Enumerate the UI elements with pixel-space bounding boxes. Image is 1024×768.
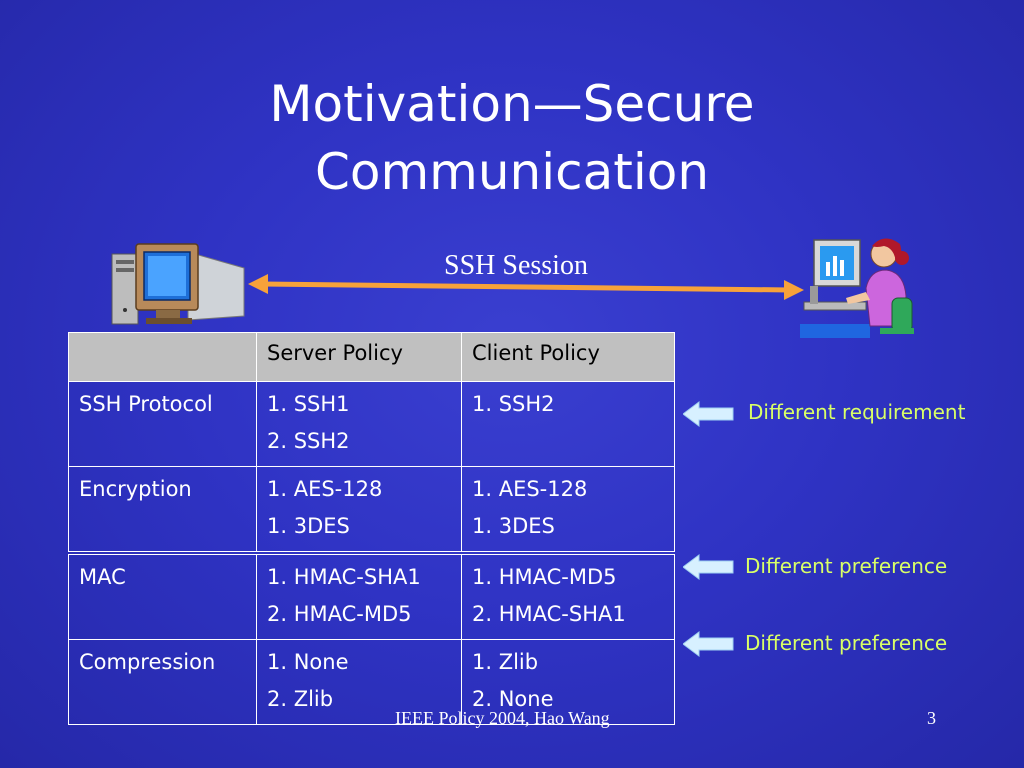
- client-cell: 1. Zlib 2. None: [461, 639, 675, 725]
- left-arrow-icon: [683, 401, 734, 427]
- cell-line: 2. HMAC-SHA1: [472, 602, 626, 626]
- cell-line: 1. AES-128: [267, 477, 383, 501]
- desktop-computer-icon: [111, 243, 245, 325]
- cell-line: 1. 3DES: [472, 514, 555, 538]
- table-header-server-policy: Server Policy: [256, 332, 462, 382]
- cell-line: 1. 3DES: [267, 514, 350, 538]
- row-label-encryption: Encryption: [68, 466, 257, 554]
- cell-line: 1. AES-128: [472, 477, 588, 501]
- note-different-requirement: Different requirement: [748, 400, 966, 424]
- cell-line: 1. Zlib: [472, 650, 539, 674]
- table-row: MAC 1. HMAC-SHA1 2. HMAC-MD5 1. HMAC-MD5…: [68, 551, 675, 640]
- table-row: SSH Protocol 1. SSH1 2. SSH2 1. SSH2: [68, 381, 675, 467]
- slide-title-line-1: Motivation—Secure: [269, 75, 755, 133]
- cell-line: 1. None: [267, 650, 349, 674]
- server-cell: 1. AES-128 1. 3DES: [256, 466, 462, 554]
- session-arrow: [248, 274, 804, 300]
- slide-title-line-2: Communication: [314, 143, 710, 201]
- left-arrow-icon: [683, 631, 734, 657]
- client-cell: 1. AES-128 1. 3DES: [461, 466, 675, 554]
- note-different-preference: Different preference: [745, 631, 948, 655]
- session-label: SSH Session: [444, 250, 588, 281]
- cell-line: 1. HMAC-MD5: [472, 565, 617, 589]
- row-label-mac: MAC: [68, 551, 257, 640]
- row-label-ssh-protocol: SSH Protocol: [68, 381, 257, 467]
- user-at-computer-icon: [800, 238, 914, 338]
- cell-line: 2. Zlib: [267, 687, 334, 711]
- client-cell: 1. HMAC-MD5 2. HMAC-SHA1: [461, 551, 675, 640]
- cell-line: 2. HMAC-MD5: [267, 602, 412, 626]
- cell-line: 1. HMAC-SHA1: [267, 565, 421, 589]
- left-arrow-icon: [683, 554, 734, 580]
- row-label-compression: Compression: [68, 639, 257, 725]
- cell-line: 2. SSH2: [267, 429, 350, 453]
- server-cell: 1. None 2. Zlib: [256, 639, 462, 725]
- footer-text: IEEE Policy 2004, Hao Wang: [395, 708, 610, 728]
- slide-title: Motivation—Secure Communication: [0, 70, 1024, 206]
- client-cell: 1. SSH2: [461, 381, 675, 467]
- cell-line: 1. SSH2: [472, 392, 555, 416]
- policy-table: Server Policy Client Policy SSH Protocol…: [68, 332, 675, 725]
- table-row: Encryption 1. AES-128 1. 3DES 1. AES-128…: [68, 466, 675, 554]
- table-header-empty: [68, 332, 257, 382]
- server-cell: 1. SSH1 2. SSH2: [256, 381, 462, 467]
- table-header-row: Server Policy Client Policy: [68, 332, 675, 382]
- cell-line: 2. None: [472, 687, 554, 711]
- table-row: Compression 1. None 2. Zlib 1. Zlib 2. N…: [68, 639, 675, 725]
- page-number: 3: [927, 708, 936, 728]
- table-header-client-policy: Client Policy: [461, 332, 675, 382]
- note-different-preference: Different preference: [745, 554, 948, 578]
- server-cell: 1. HMAC-SHA1 2. HMAC-MD5: [256, 551, 462, 640]
- cell-line: 1. SSH1: [267, 392, 350, 416]
